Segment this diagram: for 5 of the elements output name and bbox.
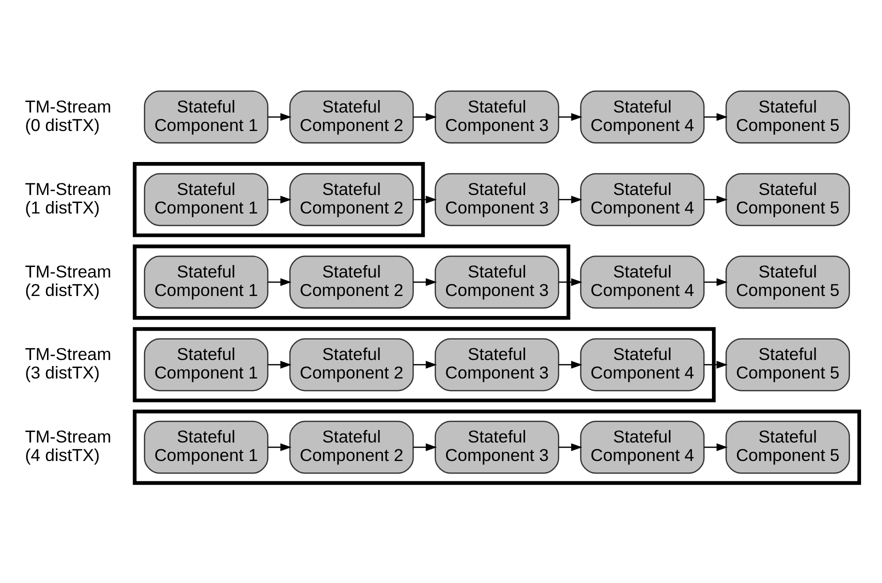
label: TM-Stream (3 distTX) bbox=[24, 344, 111, 382]
label: TM-Stream (0 distTX) bbox=[24, 96, 111, 134]
label: TM-Stream (1 distTX) bbox=[24, 178, 111, 217]
label: TM-Stream (2 distTX) bbox=[24, 260, 111, 300]
label: TM-Stream (4 distTX) bbox=[24, 426, 111, 465]
